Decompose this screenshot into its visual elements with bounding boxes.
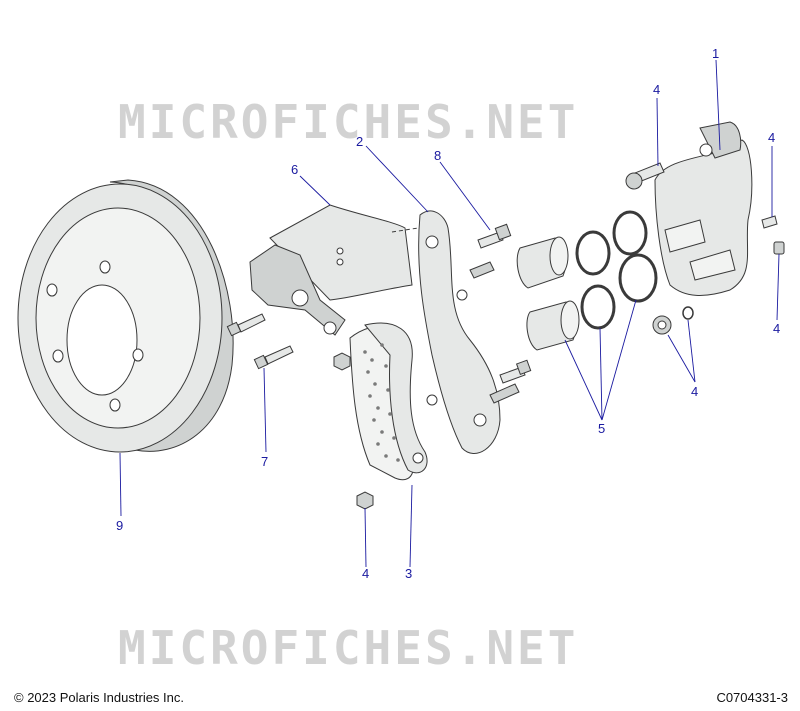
brake-pads — [349, 322, 428, 481]
callout-1: 1 — [712, 46, 719, 61]
fasteners-and-fittings — [625, 162, 785, 335]
callout-6: 6 — [291, 162, 298, 177]
pistons-and-seals — [516, 210, 658, 351]
callout-4-fitting: 4 — [691, 384, 698, 399]
copyright-text: © 2023 Polaris Industries Inc. — [14, 690, 184, 705]
callout-3: 3 — [405, 566, 412, 581]
callout-7: 7 — [261, 454, 268, 469]
caliper-bracket — [418, 210, 520, 454]
callout-5: 5 — [598, 421, 605, 436]
watermark-top: MICROFICHES.NET — [118, 95, 578, 149]
mounting-bolts — [226, 313, 294, 370]
callout-4-bleeder: 4 — [768, 130, 775, 145]
diagram-id-text: C0704331-3 — [716, 690, 788, 705]
callout-4-nut: 4 — [362, 566, 369, 581]
callout-8: 8 — [434, 148, 441, 163]
callout-4-caliper-bolt: 4 — [653, 82, 660, 97]
caliper-body — [654, 121, 753, 296]
caliper-shield — [249, 204, 419, 336]
watermark-bottom: MICROFICHES.NET — [118, 621, 578, 675]
leader-lines — [119, 59, 780, 568]
callout-2: 2 — [356, 134, 363, 149]
brake-rotor — [17, 179, 234, 453]
bracket-bolts — [333, 223, 532, 510]
callout-4-cap: 4 — [773, 321, 780, 336]
callout-9: 9 — [116, 518, 123, 533]
